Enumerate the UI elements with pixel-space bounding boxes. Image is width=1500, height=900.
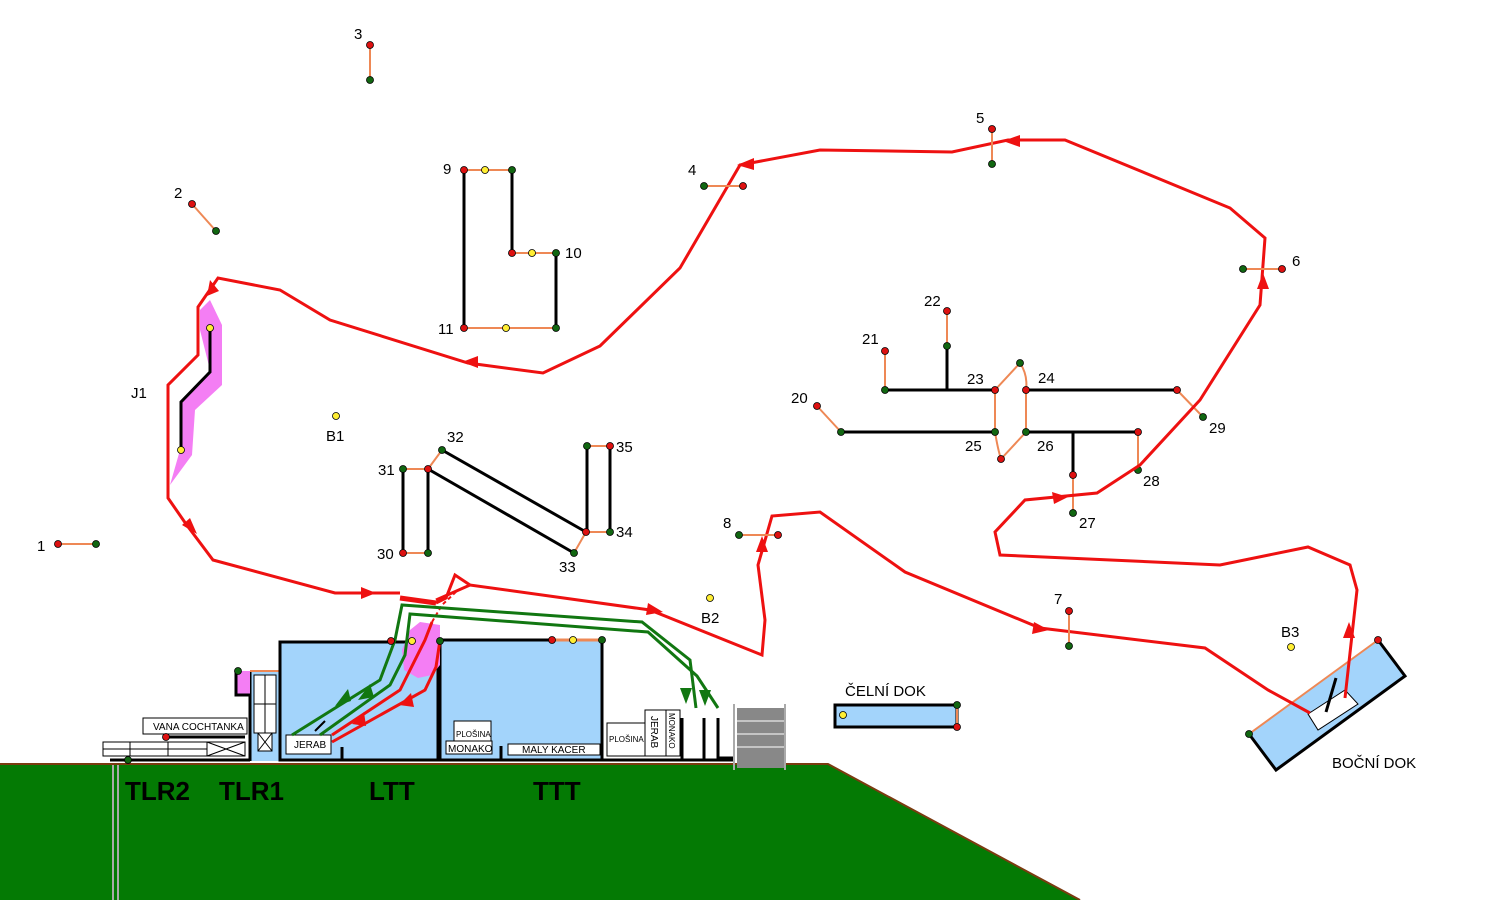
gate-labels: 1 2 3 4 5 6 7 8 9 10 11 20 21 22 23 24 2… [37,26,1300,608]
gate-8[interactable] [735,531,782,539]
track-h [813,307,1207,517]
buoy-b2[interactable] [706,594,714,602]
route-return [166,138,1359,699]
maly-kacer [507,743,601,756]
gate-label: 2 [174,185,182,202]
gate-4[interactable] [700,182,747,190]
pier [737,708,785,768]
vana-label: VANA COCHTANKA [153,722,244,733]
gate-label: 10 [565,245,582,262]
plosina-right [606,722,646,757]
jerab-ltt [285,734,332,755]
harbour: VANA COCHTANKA JERAB PLOŠINA MONAKO MALY… [102,622,786,770]
gate-label: 20 [791,390,808,407]
buoy-b1[interactable] [332,412,340,420]
gate-label: 25 [965,438,982,455]
gate-label: 6 [1292,253,1300,270]
red-ltt-path-2 [331,639,442,744]
gate-label: 30 [377,546,394,563]
gate-2[interactable] [188,200,220,235]
track-n [399,442,614,557]
red-ltt-path-1 [331,621,434,737]
gate-label: 9 [443,161,451,178]
jerab-right-label: JERAB [648,716,659,749]
gate-label: 21 [862,331,879,348]
buoy-label: B3 [1281,624,1299,641]
gate-label: 11 [438,321,454,338]
gate-label: 34 [616,524,633,541]
buoy-label: B2 [701,610,719,627]
gate-label: 32 [447,429,464,446]
gate-5[interactable] [988,125,996,168]
front-dock-label: ČELNÍ DOK [845,683,926,700]
gate-label: 7 [1054,591,1062,608]
gate-label: 26 [1037,438,1054,455]
maly-kacer-label: MALY KACER [522,745,586,756]
gate-label: 4 [688,162,696,179]
side-dock: BOČNÍ DOK [1245,636,1416,773]
gate-label: 3 [354,26,362,43]
gate-label: 27 [1079,515,1096,532]
gate-label: 31 [378,462,395,479]
gate-label: 29 [1209,420,1226,437]
gate-label: 8 [723,515,731,532]
plosina-ttt-label: PLOŠINA [456,730,491,739]
zone-ttt: TTT [533,776,581,806]
gate-label: 5 [976,110,984,127]
gate-label: 24 [1038,370,1055,387]
vana-cochtanka [142,717,248,735]
ground-shore [0,764,1080,900]
j1-label: J1 [131,385,147,402]
buoy-label: B1 [326,428,344,445]
gate-label: 33 [559,559,576,576]
jerab-ltt-label: JERAB [294,740,327,751]
j1-track: J1 [131,300,222,485]
gate-6[interactable] [1239,265,1286,273]
buoy-b3[interactable] [1287,643,1295,651]
gate-3[interactable] [366,41,374,84]
green-route-2 [319,612,720,737]
gate-label: 22 [924,293,941,310]
gate-label: 28 [1143,473,1160,490]
green-route-1 [291,603,698,737]
zone-tlr1: TLR1 [219,776,284,806]
monako-right-label: MONAKO [667,713,676,749]
zone-tlr2: TLR2 [125,776,190,806]
gate-label: 35 [616,439,633,456]
front-dock: ČELNÍ DOK [833,683,961,731]
route-arrows [182,135,1355,638]
monako-right [665,709,681,757]
monako-ttt-label: MONAKO [448,744,493,755]
gate-1[interactable] [54,540,100,548]
zone-ltt: LTT [369,776,415,806]
shore-edge [0,763,1081,900]
gate-label: 23 [967,371,984,388]
gate-label: 1 [37,538,45,555]
monako-ttt [445,740,493,755]
plosina-right-label: PLOŠINA [609,735,644,744]
track-l [460,166,560,332]
side-dock-label: BOČNÍ DOK [1332,755,1416,772]
gate-7[interactable] [1065,607,1073,650]
